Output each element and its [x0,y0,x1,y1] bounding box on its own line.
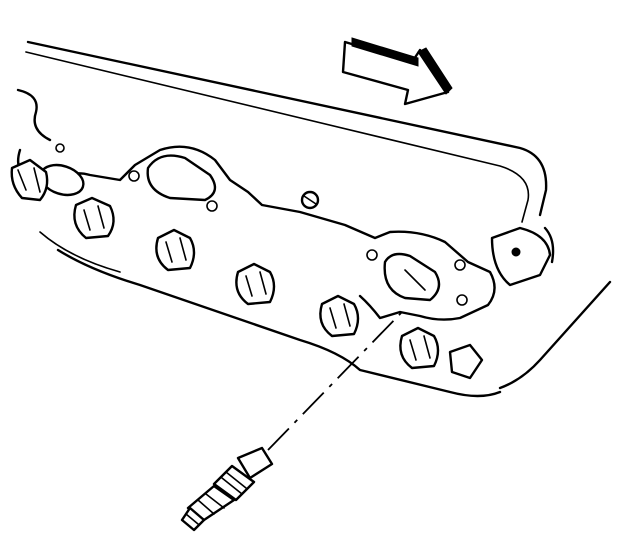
head-bolts [10,158,484,380]
centerline [267,311,403,451]
head-bolt-2 [73,196,115,240]
head-bolt-6 [399,326,440,370]
head-bolt-3 [155,228,196,272]
stud-icon [180,446,274,532]
exhaust-flange [16,145,496,321]
head-bolt-4 [235,262,276,306]
direction-arrow-icon [341,37,453,106]
head-bolt-1 [10,158,49,202]
flange-holes [55,143,468,306]
head-bolt-5 [319,294,360,338]
cylinder-head [16,40,612,398]
mounting-boss [490,226,552,287]
deck-plug [300,190,320,210]
